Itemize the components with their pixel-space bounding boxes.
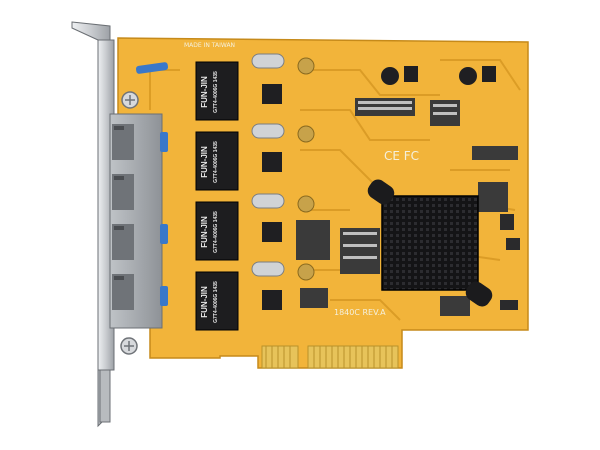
made-in-label: MADE IN TAIWAN (184, 42, 235, 49)
pci-express-connector (261, 345, 399, 369)
board-revision-label: 1840C REV.A (334, 308, 386, 317)
transformer-module: FUN-JIN G7T4-4006G 1435 (195, 271, 239, 331)
transformer-part: G7T4-4006G 1435 (213, 141, 219, 183)
transformer-module: FUN-JIN G7T4-4006G 1435 (195, 201, 239, 261)
rj45-connector-stack (109, 113, 168, 329)
transformer-module: FUN-JIN G7T4-4006G 1435 (195, 61, 239, 121)
transformer-brand: FUN-JIN (200, 216, 209, 248)
heatsink (367, 179, 493, 307)
transformer-brand: FUN-JIN (200, 76, 209, 108)
transformer-module: FUN-JIN G7T4-4006G 1435 (195, 131, 239, 191)
transformer-brand: FUN-JIN (200, 146, 209, 178)
phy-chip (262, 84, 282, 310)
port-led-icon (160, 132, 168, 306)
regulator-icon (381, 66, 496, 85)
transformer-part: G7T4-4006G 1435 (213, 211, 219, 253)
capacitor-icon (135, 62, 169, 74)
mounting-bracket (71, 21, 115, 428)
transformer-part: G7T4-4006G 1435 (213, 281, 219, 323)
certification-marks: CE FC (384, 149, 419, 163)
transformer-brand: FUN-JIN (200, 286, 209, 318)
crystal-oscillator-icon (251, 53, 285, 277)
transformer-part: G7T4-4006G 1435 (213, 71, 219, 113)
screw-icon (120, 91, 139, 355)
